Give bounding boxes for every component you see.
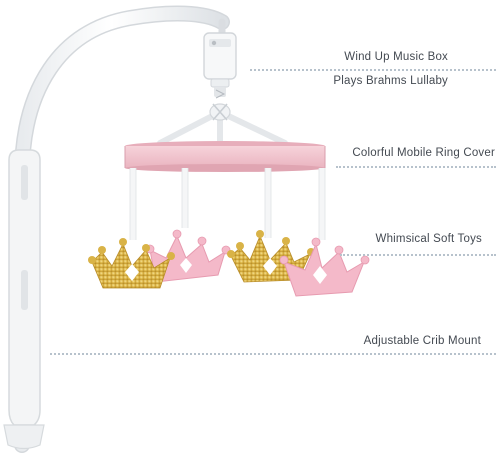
callout-leader-ring-cover (336, 166, 496, 168)
crown-gold-icon (88, 238, 175, 289)
callout-label-music-box-2: Plays Brahms Lullaby (333, 74, 448, 89)
hanging-ribbons (130, 168, 325, 240)
callout-label-crib-mount: Adjustable Crib Mount (364, 334, 481, 349)
callout-music-box-line-2: Plays Brahms Lullaby (333, 75, 448, 87)
mobile-ring-cover (124, 141, 326, 172)
callout-music-box-line-1: Wind Up Music Box (344, 51, 448, 63)
callout-crib-mount-text: Adjustable Crib Mount (363, 335, 481, 347)
hanger-hub (209, 103, 231, 121)
crown-pink-icon (145, 229, 231, 283)
music-box-icon (203, 32, 237, 99)
callout-leader-music-box (250, 69, 496, 71)
crown-pink-icon (279, 237, 370, 297)
callout-label-ring-cover: Colorful Mobile Ring Cover (352, 146, 495, 161)
crib-mount-arm (3, 5, 230, 453)
callout-soft-toys-text: Whimsical Soft Toys (375, 233, 482, 245)
callout-ring-cover-text: Colorful Mobile Ring Cover (352, 147, 495, 159)
callout-label-music-box: Wind Up Music Box (344, 50, 448, 65)
ribbon-edges (129, 168, 326, 240)
callout-leader-soft-toys (340, 254, 496, 256)
callout-label-soft-toys: Whimsical Soft Toys (376, 232, 482, 247)
callout-leader-crib-mount (50, 353, 496, 355)
